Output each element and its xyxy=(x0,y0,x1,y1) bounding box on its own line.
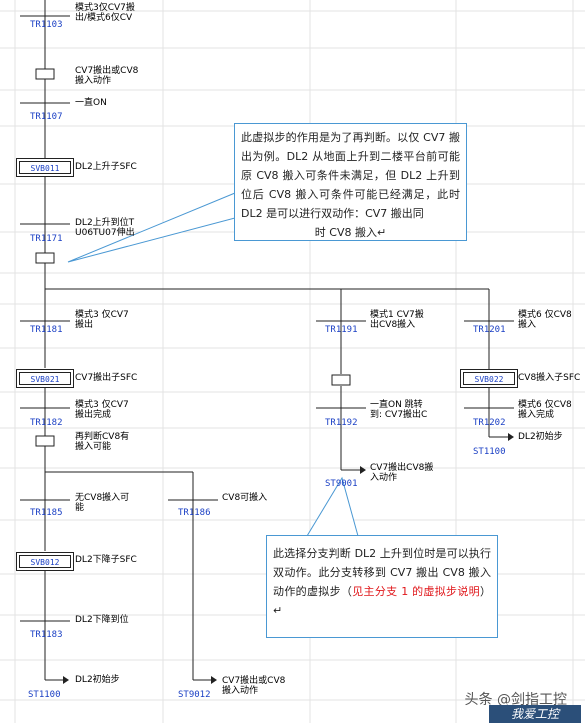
svb011-label: SVB011 xyxy=(19,161,71,174)
tr1182-label: TR1182 xyxy=(30,418,63,428)
tr1107-label: TR1107 xyxy=(30,112,63,122)
comment-st1100-bottom: DL2初始步 xyxy=(75,675,120,685)
tr1202-label: TR1202 xyxy=(473,418,506,428)
comment-svb021: CV7搬出子SFC xyxy=(75,373,138,383)
svb011-step[interactable]: SVB011 xyxy=(16,158,74,177)
comment-tr1202: 模式6 仅CV8 搬入完成 xyxy=(518,400,572,420)
svb021-step[interactable]: SVB021 xyxy=(16,369,74,388)
st9001-label: ST9001 xyxy=(325,479,358,489)
callout-virtual-step-text: 此虚拟步的作用是为了再判断。以仅 CV7 搬出为例。DL2 从地面上升到二楼平台… xyxy=(241,131,460,220)
tr1183-label: TR1183 xyxy=(30,630,63,640)
step-boxes xyxy=(35,68,351,447)
tr1192-label: TR1192 xyxy=(325,418,358,428)
comment-tr1171: DL2上升到位T U06TU07伸出 xyxy=(75,218,135,238)
svb012-step[interactable]: SVB012 xyxy=(16,552,74,571)
comment-step-a: CV7搬出或CV8 搬入动作 xyxy=(75,66,139,86)
comment-svb011: DL2上升子SFC xyxy=(75,162,137,172)
comment-st9012: CV7搬出或CV8 搬入动作 xyxy=(222,676,286,696)
callout-selection-branch-tail: ）↵ xyxy=(273,585,491,617)
comment-recheck: 再判断CV8有 搬入可能 xyxy=(75,432,130,452)
callout-selection-branch: 此选择分支判断 DL2 上升到位时是可以执行双动作。此分支转移到 CV7 搬出 … xyxy=(266,535,498,638)
svb022-label: SVB022 xyxy=(463,372,515,385)
comment-tr1201: 模式6 仅CV8 搬入 xyxy=(518,310,572,330)
st1100-right-label: ST1100 xyxy=(473,447,506,457)
st1100-bottom-label: ST1100 xyxy=(28,690,61,700)
tr1185-label: TR1185 xyxy=(30,508,63,518)
comment-tr1191: 模式1 CV7搬 出CV8搬入 xyxy=(370,310,424,330)
st9012-label: ST9012 xyxy=(178,690,211,700)
watermark-source: 头条 @剑指工控 xyxy=(464,692,567,708)
comment-tr1183: DL2下降到位 xyxy=(75,615,129,625)
comment-tr1181: 模式3 仅CV7 搬出 xyxy=(75,310,129,330)
flow-lines xyxy=(20,0,514,681)
svb021-label: SVB021 xyxy=(19,372,71,385)
comment-tr1107: 一直ON xyxy=(75,98,107,108)
comment-svb012: DL2下降子SFC xyxy=(75,555,137,565)
callout-selection-branch-text: 此选择分支判断 DL2 上升到位时是可以执行双动作。此分支转移到 CV7 搬出 … xyxy=(273,547,491,598)
svb012-label: SVB012 xyxy=(19,555,71,568)
tr1191-label: TR1191 xyxy=(325,325,358,335)
comment-tr1185: 无CV8搬入可 能 xyxy=(75,493,130,513)
comment-st1100-right: DL2初始步 xyxy=(518,432,563,442)
comment-tr1186: CV8可搬入 xyxy=(222,493,268,503)
comment-tr1192: 一直ON 跳转 到: CV7搬出C xyxy=(370,400,428,420)
comment-svb022: CV8搬入子SFC xyxy=(518,373,581,383)
callout-pointers xyxy=(67,192,359,537)
tr1201-label: TR1201 xyxy=(473,325,506,335)
callout-virtual-step: 此虚拟步的作用是为了再判断。以仅 CV7 搬出为例。DL2 从地面上升到二楼平台… xyxy=(234,123,467,241)
jump-arrowheads xyxy=(63,433,514,684)
svb022-step[interactable]: SVB022 xyxy=(460,369,518,388)
comment-tr1103: 模式3仅CV7搬 出/模式6仅CV xyxy=(75,3,135,23)
comment-st9001: CV7搬出CV8搬 入动作 xyxy=(370,463,434,483)
comment-tr1182: 模式3 仅CV7 搬出完成 xyxy=(75,400,129,420)
callout-virtual-step-last: 时 CV8 搬入↵ xyxy=(314,226,387,239)
tr1181-label: TR1181 xyxy=(30,325,63,335)
callout-selection-branch-note: 见主分支 1 的虚拟步说明 xyxy=(352,585,480,598)
watermark-logo: 我爱工控 xyxy=(489,705,581,723)
tr1103-label: TR1103 xyxy=(30,20,63,30)
tr1171-label: TR1171 xyxy=(30,234,63,244)
tr1186-label: TR1186 xyxy=(178,508,211,518)
